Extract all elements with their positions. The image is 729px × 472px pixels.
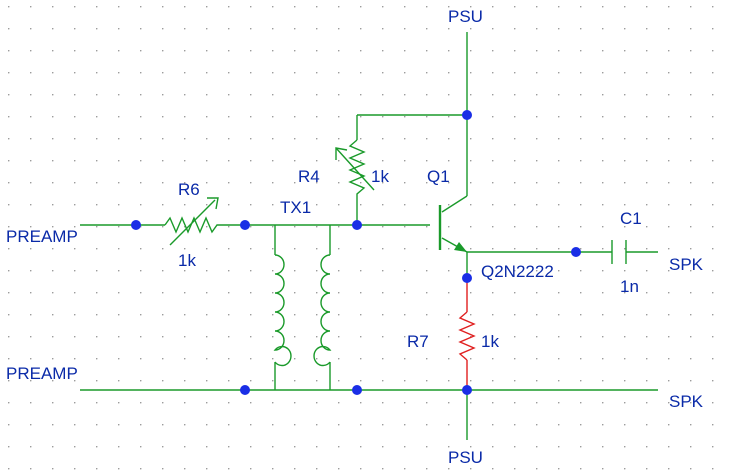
spk-top-label: SPK [669,255,704,274]
tx1-ref-label: TX1 [280,198,311,217]
emitter-arrow-icon [454,242,467,252]
junction-dot [462,385,472,395]
junction-dot [240,220,250,230]
r4-ref-label: R4 [298,167,320,186]
r7-ref-label: R7 [407,332,429,351]
junction-dot [240,385,250,395]
junction-dot [462,110,472,120]
junction-dot [352,385,362,395]
q1-model-label: Q2N2222 [481,262,554,281]
r6-value-label: 1k [178,251,196,270]
r4-value-label: 1k [371,167,389,186]
c1-capacitor [611,240,627,264]
r7-value-label: 1k [481,332,499,351]
preamp-top-label: PREAMP [6,227,78,246]
labels: PSU PSU PREAMP PREAMP SPK SPK R6 1k TX1 … [6,7,704,467]
spk-bottom-label: SPK [669,392,704,411]
psu-top-label: PSU [448,7,483,26]
r4-resistor [335,139,375,198]
wires [80,32,658,440]
psu-bottom-label: PSU [448,448,483,467]
q1-ref-label: Q1 [427,167,450,186]
preamp-bottom-label: PREAMP [6,364,78,383]
junction-dot [131,220,141,230]
r6-resistor [164,197,220,246]
junction-dot [571,247,581,257]
c1-ref-label: C1 [620,209,642,228]
r6-ref-label: R6 [178,180,200,199]
junctions [131,110,581,395]
junction-dot [352,220,362,230]
c1-value-label: 1n [620,277,639,296]
junction-dot [462,273,472,283]
tx1-transformer [273,254,332,367]
